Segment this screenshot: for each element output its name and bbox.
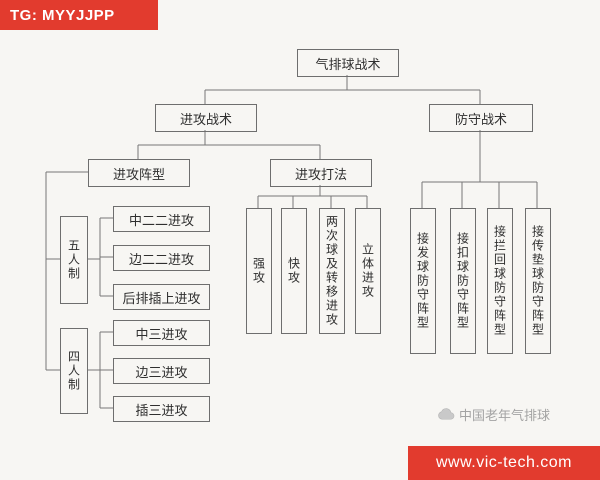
- node-four-player-system: 四人制: [60, 328, 88, 414]
- node-attack-center-2-2: 中二二进攻: [113, 206, 210, 232]
- top-left-banner: TG: MYYJJPP: [0, 0, 158, 30]
- node-offense-methods: 进攻打法: [270, 159, 372, 187]
- node-offense-formation: 进攻阵型: [88, 159, 190, 187]
- node-attack-side-3: 边三进攻: [113, 358, 210, 384]
- node-defense-tactics: 防守战术: [429, 104, 533, 132]
- node-attack-backrow-insert: 后排插上进攻: [113, 284, 210, 310]
- node-offense-tactics: 进攻战术: [155, 104, 257, 132]
- node-attack-insert-3: 插三进攻: [113, 396, 210, 422]
- watermark: 中国老年气排球: [437, 403, 550, 425]
- node-power-attack: 强攻: [246, 208, 272, 334]
- node-second-ball-transfer-attack: 两次球及转移进攻: [319, 208, 345, 334]
- node-attack-side-2-2: 边二二进攻: [113, 245, 210, 271]
- bottom-right-banner: www.vic-tech.com: [408, 446, 600, 480]
- node-stereo-attack: 立体进攻: [355, 208, 381, 334]
- node-five-player-system: 五人制: [60, 216, 88, 304]
- node-block-rebound-defense: 接拦回球防守阵型: [487, 208, 513, 354]
- node-attack-center-3: 中三进攻: [113, 320, 210, 346]
- official-account-logo-icon: [438, 408, 455, 420]
- node-serve-receive-defense: 接发球防守阵型: [410, 208, 436, 354]
- node-spike-receive-defense: 接扣球防守阵型: [450, 208, 476, 354]
- node-quick-attack: 快攻: [281, 208, 307, 334]
- watermark-label: 中国老年气排球: [459, 407, 551, 423]
- node-root: 气排球战术: [297, 49, 399, 77]
- node-pass-dig-defense: 接传垫球防守阵型: [525, 208, 551, 354]
